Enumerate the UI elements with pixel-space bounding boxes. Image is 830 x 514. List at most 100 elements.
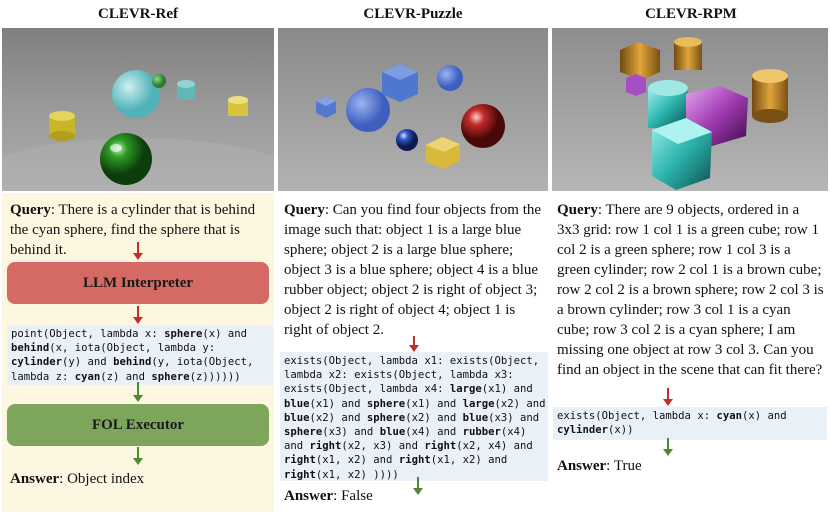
code-line: blue(x1) and sphere(x1) and large(x2) an…: [284, 397, 546, 411]
down-arrow-icon: [409, 336, 419, 352]
code-text: (x1, x2) and: [430, 454, 508, 467]
code-line: exists(Object, lambda x4: large(x1) and: [284, 382, 544, 396]
clevr-ref-answer: Answer: Object index: [10, 469, 144, 489]
clevr-puzzle-answer: Answer: False: [284, 486, 373, 506]
down-arrow-icon: [133, 447, 143, 465]
code-text: (x, iota(Object, lambda y:: [49, 342, 216, 355]
down-arrow-icon: [133, 242, 143, 260]
code-text: (x4) and: [405, 426, 463, 439]
code-text: (x2, x4) and: [456, 440, 533, 453]
code-text: point(Object, lambda x:: [11, 328, 165, 340]
code-text: (x2) and: [309, 411, 367, 424]
answer-label: Answer: [10, 471, 60, 487]
code-text: (z) and: [100, 370, 152, 383]
code-keyword: large: [449, 383, 482, 396]
code-text: (x2) and: [405, 411, 463, 424]
answer-text: : True: [606, 458, 642, 474]
code-text: (x2) and: [494, 397, 546, 410]
code-line: right(x1, x2) and right(x1, x2) and: [284, 453, 544, 467]
code-text: (x4): [500, 426, 527, 439]
code-line: blue(x2) and sphere(x2) and blue(x3) and: [284, 411, 544, 425]
answer-label: Answer: [284, 488, 334, 504]
clevr-rpm-scene-image: [552, 28, 828, 191]
code-line: lambda z: cyan(z) and sphere(z)))))): [11, 370, 269, 384]
code-keyword: behind: [113, 356, 152, 369]
code-keyword: sphere: [366, 411, 406, 424]
title-clevr-rpm: CLEVR-RPM: [645, 6, 737, 22]
code-line: and right(x2, x3) and right(x2, x4) and: [284, 439, 544, 453]
code-text: (x)): [608, 424, 634, 437]
code-keyword: right: [284, 468, 316, 481]
code-text: (x3) and: [488, 411, 540, 424]
code-line: right(x1, x2) )))): [284, 468, 544, 482]
clevr-puzzle-query: Query: Can you find four objects from th…: [284, 200, 546, 340]
query-label: Query: [557, 202, 598, 218]
code-text: and: [284, 440, 310, 453]
code-keyword: cylinder: [11, 356, 63, 369]
code-keyword: right: [309, 440, 342, 453]
down-arrow-icon: [133, 306, 143, 324]
code-keyword: right: [398, 454, 431, 467]
query-text: : There is a cylinder that is behind the…: [10, 202, 256, 258]
code-text: (y, iota(Object,: [151, 356, 254, 369]
code-text: (x3) and: [322, 426, 380, 439]
code-text: exists(Object, lambda x1: exists(Object,: [284, 355, 540, 367]
fol-executor-box: FOL Executor: [7, 404, 269, 446]
clevr-rpm-answer: Answer: True: [557, 456, 642, 476]
clevr-ref-scene-image: [2, 28, 274, 191]
code-keyword: cyan: [74, 370, 101, 383]
code-keyword: behind: [11, 342, 50, 355]
code-text: exists(Object, lambda x4:: [284, 383, 450, 396]
clevr-puzzle-scene-image: [278, 28, 548, 191]
title-clevr-ref: CLEVR-Ref: [98, 6, 178, 22]
query-label: Query: [284, 202, 325, 218]
code-text: (x) and: [741, 410, 787, 422]
code-text: (x) and: [202, 328, 248, 340]
code-line: lambda x2: exists(Object, lambda x3:: [284, 368, 544, 382]
code-keyword: sphere: [366, 397, 406, 410]
code-keyword: rubber: [462, 426, 501, 439]
code-text: (y) and: [62, 356, 114, 369]
code-text: (x1, x2) and: [315, 454, 399, 467]
code-keyword: blue: [379, 426, 406, 439]
clevr-rpm-query: Query: There are 9 objects, ordered in a…: [557, 200, 825, 380]
code-keyword: sphere: [151, 370, 190, 383]
clevr-puzzle-program: exists(Object, lambda x1: exists(Object,…: [280, 352, 548, 481]
answer-label: Answer: [557, 458, 607, 474]
down-arrow-icon: [663, 388, 673, 406]
code-line: cylinder(y) and behind(y, iota(Object,: [11, 355, 269, 369]
code-text: lambda z:: [11, 370, 75, 383]
answer-text: : False: [333, 488, 373, 504]
code-keyword: cylinder: [557, 424, 609, 437]
clevr-ref-query: Query: There is a cylinder that is behin…: [10, 200, 272, 260]
code-line: exists(Object, lambda x1: exists(Object,: [284, 354, 544, 368]
code-text: (x2, x3) and: [341, 440, 425, 453]
code-text: (z)))))): [189, 370, 241, 383]
code-keyword: right: [284, 454, 316, 467]
code-keyword: blue: [462, 411, 489, 424]
code-text: (x1, x2) )))): [315, 468, 399, 481]
llm-interpreter-box: LLM Interpreter: [7, 262, 269, 304]
code-text: (x1) and: [405, 397, 463, 410]
code-text: (x1) and: [309, 397, 367, 410]
query-text: : Can you find four objects from the ima…: [284, 202, 542, 338]
code-text: (x1) and: [481, 383, 533, 396]
code-line: behind(x, iota(Object, lambda y:: [11, 341, 269, 355]
code-text: exists(Object, lambda x:: [557, 410, 717, 422]
title-clevr-puzzle: CLEVR-Puzzle: [363, 6, 463, 22]
down-arrow-icon: [413, 477, 423, 495]
code-line: cylinder(x)): [557, 423, 823, 437]
code-line: exists(Object, lambda x: cyan(x) and: [557, 409, 823, 423]
down-arrow-icon: [663, 438, 673, 456]
code-keyword: cyan: [716, 410, 742, 422]
down-arrow-icon: [133, 382, 143, 402]
code-keyword: large: [462, 397, 495, 410]
code-line: point(Object, lambda x: sphere(x) and: [11, 327, 269, 341]
query-text: : There are 9 objects, ordered in a 3x3 …: [557, 202, 824, 378]
code-keyword: sphere: [164, 328, 203, 340]
code-text: lambda x2: exists(Object, lambda x3:: [284, 369, 514, 382]
code-keyword: right: [424, 440, 457, 453]
code-keyword: sphere: [284, 426, 323, 439]
